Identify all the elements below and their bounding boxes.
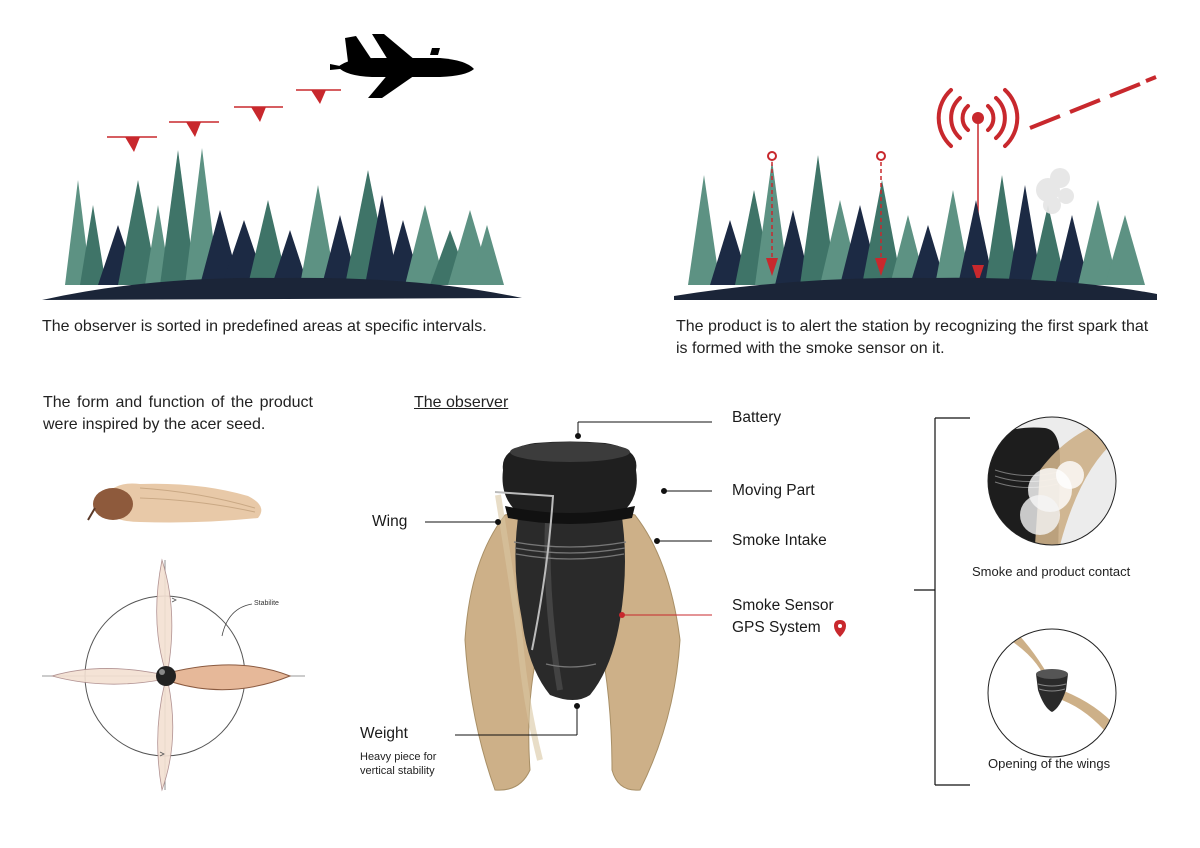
right-scene-caption: The product is to alert the station by r…: [676, 318, 1149, 357]
smoke-cloud: [1036, 168, 1074, 214]
wing-label: Wing: [372, 513, 408, 530]
smoke-intake-label: Smoke Intake: [732, 532, 827, 549]
location-pin-icons: [766, 151, 984, 283]
battery-label: Battery: [732, 409, 782, 426]
weight-note: Heavy piece for vertical stability: [360, 751, 437, 777]
moving-part-label: Moving Part: [732, 482, 815, 499]
ground-right: [674, 277, 1157, 300]
weight-label: Weight: [360, 725, 408, 742]
inspiration-text: The form and function of the product wer…: [43, 394, 313, 433]
left-scene-caption: The observer is sorted in predefined are…: [42, 318, 487, 335]
gps-system-label: GPS System: [732, 619, 821, 636]
airplane-icon: [330, 34, 474, 98]
drone-icons: [107, 89, 341, 152]
smoke-sensor-label: Smoke Sensor: [732, 597, 834, 614]
tree-line-left: [65, 148, 504, 285]
tree-line-right: [688, 155, 1145, 285]
wing-opening-caption: Opening of the wings: [988, 756, 1111, 771]
stabilite-label: Stabilite: [254, 600, 279, 607]
smoke-contact-caption: Smoke and product contact: [972, 564, 1131, 579]
ground-left: [42, 277, 522, 300]
observer-title: The observer: [414, 394, 509, 411]
signal-dashes: [1029, 75, 1157, 130]
